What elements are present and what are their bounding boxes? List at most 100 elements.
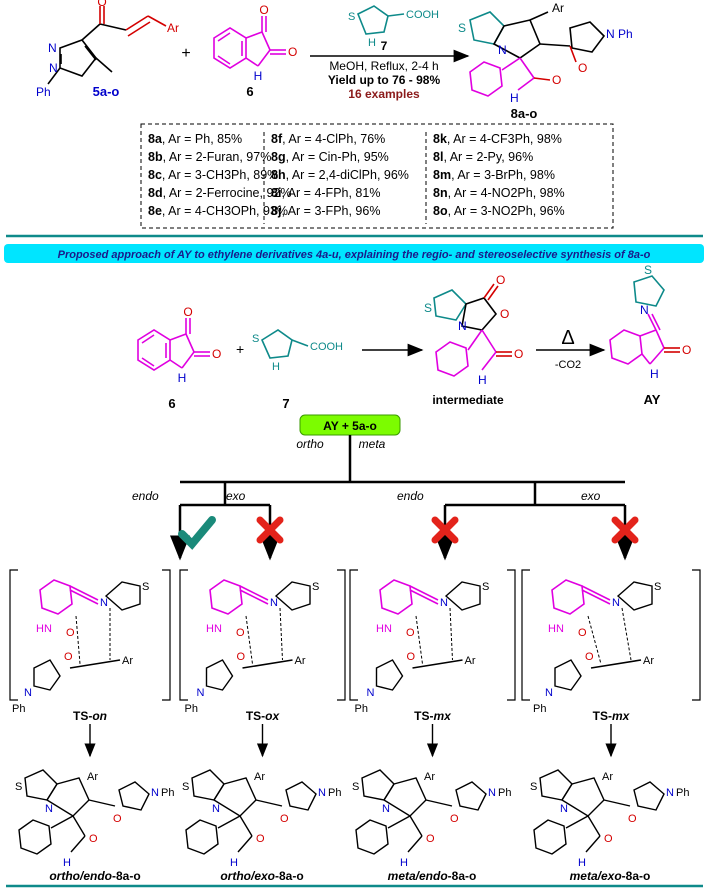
- ts-co-3: O: [585, 651, 594, 663]
- inter-s: S: [424, 301, 432, 315]
- check-icon: [178, 516, 216, 550]
- mech-isatin-h: H: [178, 371, 187, 385]
- oc-n-0: N: [45, 803, 53, 815]
- oc-pn-2: N: [488, 787, 496, 799]
- ts-pyr-n-1: N: [197, 687, 205, 699]
- pyrazole-n-label: N: [48, 41, 57, 55]
- oc-pn-3: N: [666, 787, 674, 799]
- inter-n: N: [458, 319, 467, 333]
- reagent-7-label: 7: [381, 39, 388, 53]
- product-o-label: O: [552, 73, 561, 87]
- oc-h-0: H: [63, 857, 71, 869]
- table-entry-8h: 8h, Ar = 2,4-diClPh, 96%: [271, 168, 409, 182]
- table-entry-8i: 8i, Ar = 4-FPh, 81%: [271, 186, 380, 200]
- carbonyl-o-label: O: [97, 0, 106, 9]
- inter-o3: O: [514, 347, 523, 361]
- oc-h-1: H: [230, 857, 238, 869]
- ts-co-2: O: [407, 651, 416, 663]
- cross-icon: [431, 516, 459, 544]
- ts-s-2: S: [482, 581, 489, 593]
- mech-acid-s: S: [252, 333, 259, 345]
- co2-loss: -CO2: [555, 359, 581, 371]
- banner-text: Proposed approach of AY to ethylene deri…: [58, 249, 651, 261]
- mech-isatin-o1: O: [183, 305, 192, 319]
- ts-hn-0: HN: [36, 623, 52, 635]
- product-ph-label: Ph: [618, 27, 633, 41]
- ts-ar-1: Ar: [295, 655, 306, 667]
- tree-root-label: AY + 5a-o: [323, 419, 377, 433]
- oc-ph-0: Ph: [161, 787, 174, 799]
- ts-hn-1: HN: [206, 623, 222, 635]
- ts-s-1: S: [312, 581, 319, 593]
- inter-o1: O: [496, 273, 505, 287]
- ay-o: O: [682, 343, 691, 357]
- table-entry-8a: 8a, Ar = Ph, 85%: [148, 132, 242, 146]
- ts-ph-0: Ph: [12, 703, 25, 715]
- outcome-label-0: ortho/endo-8a-o: [49, 869, 140, 883]
- oc-co-1: O: [280, 813, 289, 825]
- table-entry-8n: 8n, Ar = 4-NO2Ph, 98%: [433, 186, 565, 200]
- ts-ar-0: Ar: [122, 655, 133, 667]
- oc-s-2: S: [352, 781, 359, 793]
- ts-pyr-n-2: N: [367, 687, 375, 699]
- oc-o-3: O: [604, 833, 613, 845]
- ts-label-0: TS-on: [73, 709, 107, 723]
- oc-ph-2: Ph: [498, 787, 511, 799]
- ts-ph-3: Ph: [533, 703, 546, 715]
- branch-label-1: exo: [226, 489, 246, 503]
- product-s-label: S: [458, 21, 466, 35]
- acid7-h-label: H: [368, 37, 376, 49]
- oc-o-1: O: [256, 833, 265, 845]
- ts-label-3: TS-mx: [593, 709, 631, 723]
- oc-n-1: N: [212, 803, 220, 815]
- compound-5-label: 5a-o: [93, 84, 120, 99]
- reaction-yield: Yield up to 76 - 98%: [328, 73, 441, 87]
- acid7-s-label: S: [348, 11, 355, 23]
- isatin-nh-label: H: [254, 69, 263, 83]
- mech-label-6: 6: [168, 396, 175, 411]
- compound-6-label: 6: [246, 84, 253, 99]
- ay-s: S: [644, 263, 652, 277]
- oc-co-3: O: [628, 813, 637, 825]
- ts-o-1: O: [236, 627, 245, 639]
- ay-n: N: [640, 303, 649, 317]
- oc-h-3: H: [578, 857, 586, 869]
- delta-symbol: Δ: [561, 327, 574, 349]
- table-entry-8k: 8k, Ar = 4-CF3Ph, 98%: [433, 132, 562, 146]
- isatin-structure: [213, 16, 286, 69]
- product-n-label: N: [498, 43, 507, 57]
- thiazolidine-acid-structure: [356, 5, 405, 35]
- ts-ph-2: Ph: [355, 703, 368, 715]
- mech-acid-structure: [260, 329, 309, 359]
- ts-pyr-n-3: N: [545, 687, 553, 699]
- table-entry-8e: 8e, Ar = 4-CH3OPh, 93%: [148, 204, 288, 218]
- ts-hn-2: HN: [376, 623, 392, 635]
- ts-n-3: N: [612, 597, 620, 609]
- table-entry-8g: 8g, Ar = Cin-Ph, 95%: [271, 150, 389, 164]
- reaction-examples: 16 examples: [348, 87, 420, 101]
- table-entry-8f: 8f, Ar = 4-ClPh, 76%: [271, 132, 385, 146]
- table-entry-8m: 8m, Ar = 3-BrPh, 98%: [433, 168, 555, 182]
- oc-ar-1: Ar: [254, 771, 265, 783]
- ts-pyr-n-0: N: [24, 687, 32, 699]
- product-n2-label: N: [606, 27, 615, 41]
- inter-o2: O: [500, 307, 509, 321]
- isatin-o1-label: O: [259, 3, 268, 17]
- oc-n-2: N: [382, 803, 390, 815]
- product-ar-label: Ar: [552, 1, 564, 15]
- oc-ph-1: Ph: [328, 787, 341, 799]
- ts-n-2: N: [440, 597, 448, 609]
- oc-ar-2: Ar: [424, 771, 435, 783]
- ts-ph-1: Ph: [185, 703, 198, 715]
- isatin-6-structure: [137, 318, 210, 371]
